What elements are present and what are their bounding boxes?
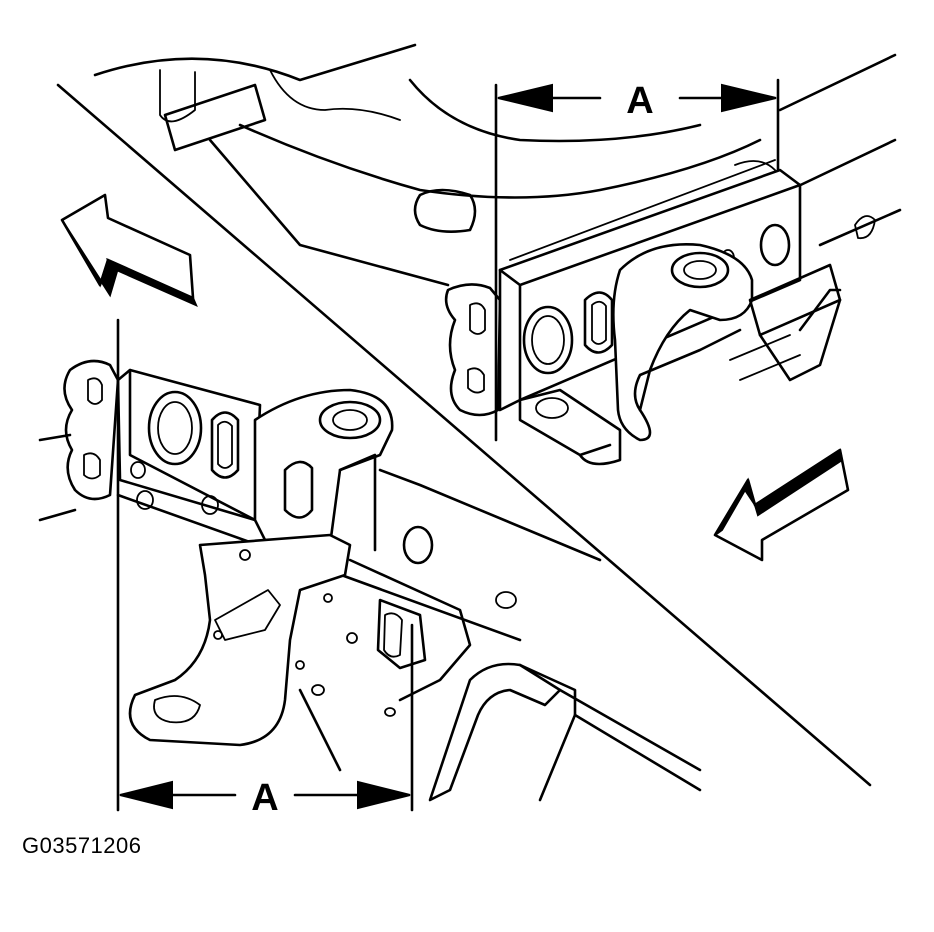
lower-frame-rail-view: [38, 359, 702, 802]
upper-frame-rail-view: [93, 43, 902, 466]
figure-id-label: G03571206: [22, 833, 142, 858]
forward-direction-arrow-lower: [713, 448, 850, 562]
lower-dimension-a: A: [116, 318, 414, 819]
upper-dimension-a: A: [494, 78, 780, 442]
view-divider-line: [56, 83, 872, 787]
forward-direction-arrow-upper: [60, 193, 198, 307]
dimension-label-bottom: A: [251, 777, 278, 819]
dimension-label-top: A: [626, 80, 653, 122]
